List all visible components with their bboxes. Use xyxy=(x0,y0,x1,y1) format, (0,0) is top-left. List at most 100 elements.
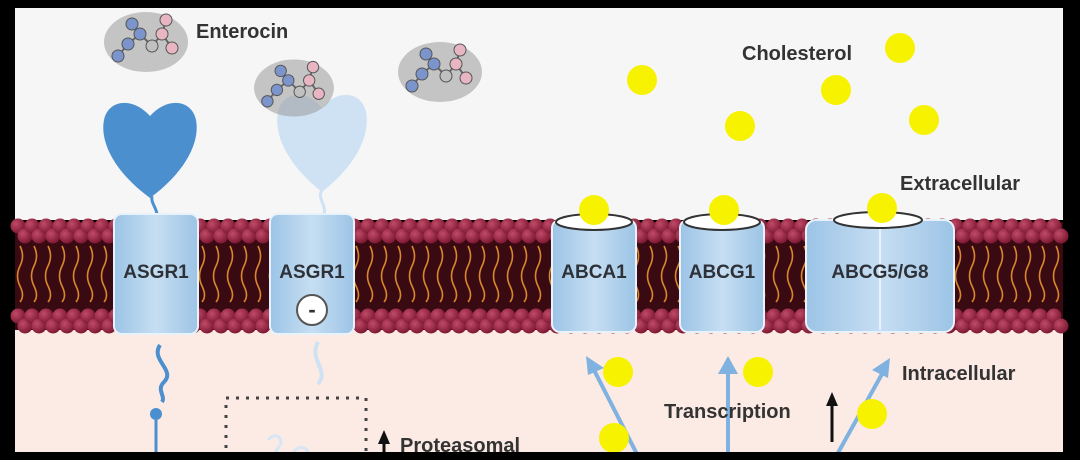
proteasome-box xyxy=(224,396,368,460)
cholesterol-dot xyxy=(743,357,773,387)
enterocin-molecule xyxy=(398,42,482,102)
asgr1-active-receptor: ASGR1 xyxy=(103,102,199,460)
asgr1-active-channel xyxy=(113,213,199,335)
arrow-abcg5g8-head xyxy=(872,358,890,378)
lipid-tail xyxy=(534,245,542,303)
cholesterol-dot xyxy=(857,399,887,429)
molecule-atom xyxy=(419,47,433,61)
lipid-head xyxy=(1053,228,1069,244)
lipid-tail xyxy=(16,245,24,303)
molecule-atom xyxy=(274,64,287,78)
lipid-tail xyxy=(982,245,990,303)
molecule-atom xyxy=(125,17,139,31)
lipid-tail xyxy=(492,245,500,303)
molecule-atom xyxy=(165,41,179,55)
lipid-tail xyxy=(72,245,80,303)
molecule-atom xyxy=(415,67,429,81)
molecule-atom xyxy=(121,37,135,51)
lipid-tail xyxy=(464,245,472,303)
molecule-atom xyxy=(270,83,284,97)
molecule-atom xyxy=(405,79,419,93)
lipid-tail xyxy=(408,245,416,303)
arrow-abcg1-head xyxy=(718,356,738,374)
abcg1-transporter: ABCG1 xyxy=(679,213,765,333)
molecule-atom xyxy=(155,27,169,41)
lipid-tail xyxy=(198,245,206,303)
intracellular-region xyxy=(15,330,1063,460)
cholesterol-dot xyxy=(603,357,633,387)
lipid-tail xyxy=(660,245,668,303)
molecule-halo xyxy=(398,42,482,102)
molecule-atom xyxy=(439,69,453,83)
asgr1-inhibited-channel xyxy=(269,213,355,335)
lipid-tail xyxy=(394,245,402,303)
proteasomal-label: Proteasomal xyxy=(400,435,520,457)
lipid-tail xyxy=(1052,245,1060,303)
lipid-tail xyxy=(450,245,458,303)
lipid-tail xyxy=(1010,245,1018,303)
receptor-tail-knob xyxy=(150,408,162,420)
asgr1-active-label: ASGR1 xyxy=(123,262,189,283)
molecule-atom xyxy=(261,95,274,108)
cholesterol-label: Cholesterol xyxy=(742,43,852,65)
abcg5g8-label: ABCG5/G8 xyxy=(831,262,928,283)
molecule-atom xyxy=(159,13,173,27)
upregulation-arrow-transcription xyxy=(826,392,838,442)
lipid-tail xyxy=(772,245,780,303)
abcg1-label: ABCG1 xyxy=(689,262,756,283)
lipid-tail xyxy=(240,245,248,303)
receptor-heart-faded xyxy=(277,94,367,192)
lipid-tail xyxy=(478,245,486,303)
lipid-tail xyxy=(30,245,38,303)
molecule-atom xyxy=(293,85,306,98)
molecule-halo xyxy=(104,12,188,72)
molecule-atom xyxy=(111,49,125,63)
molecule-atom xyxy=(312,87,325,100)
abca1-label: ABCA1 xyxy=(561,262,627,283)
lipid-tail xyxy=(86,245,94,303)
receptor-heart xyxy=(103,102,197,198)
molecule-halo xyxy=(254,59,334,117)
lipid-tail xyxy=(380,245,388,303)
cholesterol-dot xyxy=(599,423,629,453)
arrow-abca1-head xyxy=(586,356,604,375)
arrow-abca1 xyxy=(592,369,642,460)
cholesterol-dot xyxy=(725,111,755,141)
molecule-atom xyxy=(133,27,147,41)
enterocin-molecules xyxy=(104,12,482,117)
lipid-tail xyxy=(1038,245,1046,303)
lipid-tail xyxy=(436,245,444,303)
lipid-tail xyxy=(646,245,654,303)
lipid-tail xyxy=(226,245,234,303)
molecule-atom xyxy=(306,60,320,74)
lipid-tail xyxy=(44,245,52,303)
cholesterol-dot xyxy=(867,193,897,223)
molecule-atom xyxy=(449,57,463,71)
lipid-tail xyxy=(506,245,514,303)
molecule-atom xyxy=(453,43,467,57)
lipid-tail xyxy=(366,245,374,303)
extracellular-label: Extracellular xyxy=(900,173,1020,195)
cholesterol-dot xyxy=(909,105,939,135)
cholesterol-dot xyxy=(885,33,915,63)
lipid-tail xyxy=(212,245,220,303)
enterocin-molecule xyxy=(254,59,334,117)
lipid-tail xyxy=(58,245,66,303)
cholesterol-molecules xyxy=(579,33,939,453)
molecule-atom xyxy=(145,39,159,53)
molecule-atom xyxy=(427,57,441,71)
asgr1-inhibited-receptor: ASGR1 - xyxy=(269,94,367,386)
cholesterol-dot xyxy=(821,75,851,105)
inhibition-symbol: - xyxy=(308,297,315,322)
molecule-atom xyxy=(282,74,295,87)
enterocin-label: Enterocin xyxy=(196,21,288,43)
lipid-tail xyxy=(1024,245,1032,303)
intracellular-label: Intracellular xyxy=(902,363,1016,385)
lipid-tail xyxy=(786,245,794,303)
cholesterol-dot xyxy=(709,195,739,225)
asgr1-inhibited-label: ASGR1 xyxy=(279,262,345,283)
cholesterol-dot xyxy=(579,195,609,225)
molecule-atom xyxy=(459,71,473,85)
